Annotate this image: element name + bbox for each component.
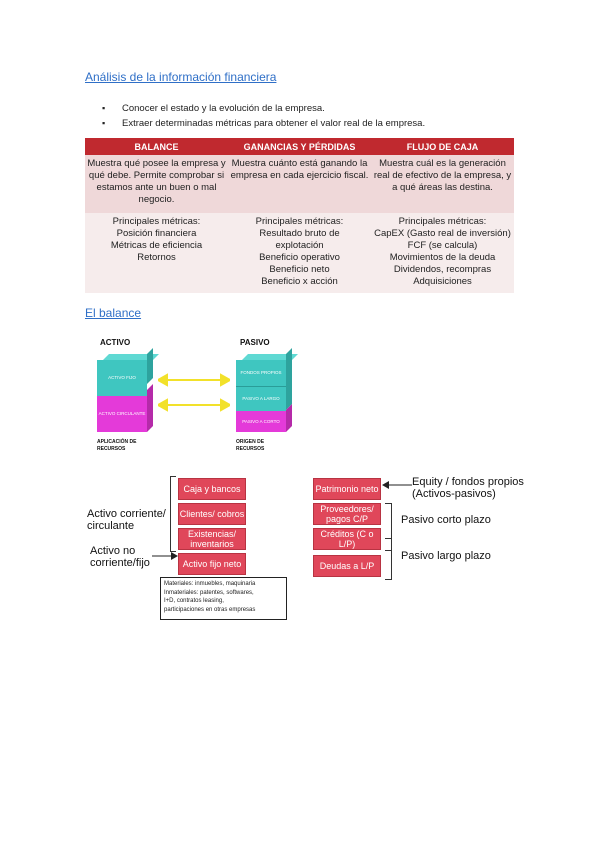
box-clientes: Clientes/ cobros <box>178 503 246 525</box>
metric-line: FCF (se calcula) <box>407 240 478 251</box>
caption-line: RECURSOS <box>97 446 126 452</box>
caption-line: APLICACIÓN DE <box>97 439 137 445</box>
section-heading: Análisis de la información financiera <box>85 70 277 84</box>
pasivo-cube: FONDOS PROPIOS PASIVO A LARGO PASIVO A C… <box>236 348 298 432</box>
arrow-head-right <box>220 373 230 387</box>
header-ganancias: GANANCIAS Y PÉRDIDAS <box>228 138 371 155</box>
box-creditos: Créditos (C o L/P) <box>313 528 381 550</box>
note-line: Materiales: inmuebles, maquinaria <box>164 581 256 587</box>
metric-line: Dividendos, recompras <box>393 264 492 275</box>
fondos-propios-block: FONDOS PROPIOS <box>236 360 286 387</box>
metric-line: Métricas de eficiencia <box>110 240 203 251</box>
cube-side <box>147 384 153 432</box>
pasivo-largo-block: PASIVO A LARGO <box>236 387 286 411</box>
equity-line: (Activos-pasivos) <box>412 488 496 500</box>
arrow-head-right <box>220 398 230 412</box>
arrow-head-left <box>158 373 168 387</box>
cell-flujo-metrics: Principales métricas: CapEX (Gasto real … <box>371 213 514 293</box>
box-existencias: Existencias/ inventarios <box>178 528 246 550</box>
box-deudas-lp: Deudas a L/P <box>313 555 381 577</box>
metric-line: CapEX (Gasto real de inversión) <box>374 228 511 239</box>
pasivo-corto-label: Pasivo corto plazo <box>401 514 491 526</box>
activo-fijo-block: ACTIVO FIJO <box>97 360 147 396</box>
activo-caption: APLICACIÓN DE RECURSOS <box>97 439 136 453</box>
metric-line: Beneficio x acción <box>261 276 338 287</box>
metric-line: Beneficio neto <box>269 264 330 275</box>
cell-flujo-desc: Muestra cuál es la generación real de ef… <box>371 155 514 213</box>
cell-balance-desc: Muestra qué posee la empresa y qué debe.… <box>85 155 228 213</box>
cube-side <box>286 348 292 410</box>
activo-fijo-note: Materiales: inmuebles, maquinaria Inmate… <box>160 577 287 620</box>
activo-corriente-bracket <box>170 476 176 552</box>
box-caja-bancos: Caja y bancos <box>178 478 246 500</box>
metric-line: Posición financiera <box>116 228 197 239</box>
note-line: Inmateriales: patentes, softwares, <box>164 589 254 596</box>
pasivo-largo-label: Pasivo largo plazo <box>401 550 491 562</box>
box-proveedores: Proveedores/ pagos C/P <box>313 503 381 525</box>
metric-line: Principales métricas: <box>398 216 487 227</box>
balance-heading: El balance <box>85 306 142 320</box>
arrow-to-patrimonio <box>382 481 412 489</box>
activo-no-corriente-label: Activo no corriente/fijo <box>90 545 150 569</box>
metric-line: Movimientos de la deuda <box>389 252 496 263</box>
note-line: participaciones en otras empresas <box>164 606 256 613</box>
activo-corriente-label: Activo corriente/ circulante <box>87 508 166 532</box>
cell-balance-metrics: Principales métricas: Posición financier… <box>85 213 228 293</box>
caption-line: RECURSOS <box>236 446 265 452</box>
metric-line: Principales métricas: <box>112 216 201 227</box>
pasivo-largo-bracket <box>385 538 392 580</box>
activo-title: ACTIVO <box>100 338 131 347</box>
arrow-to-activo-fijo <box>152 552 178 560</box>
bullet-list: Conocer el estado y la evolución de la e… <box>102 101 425 131</box>
cell-ganancias-desc: Muestra cuánto está ganando la empresa e… <box>228 155 371 213</box>
activo-cube: ACTIVO FIJO ACTIVO CIRCULANTE <box>97 348 159 432</box>
header-flujo: FLUJO DE CAJA <box>371 138 514 155</box>
bullet-item: Extraer determinadas métricas para obten… <box>102 116 425 131</box>
activo-circulante-block: ACTIVO CIRCULANTE <box>97 396 147 432</box>
note-line: I+D, contratos leasing, <box>164 598 224 604</box>
equity-label: Equity / fondos propios (Activos-pasivos… <box>412 476 524 500</box>
box-activo-fijo: Activo fijo neto <box>178 553 246 575</box>
header-balance: BALANCE <box>85 138 228 155</box>
bullet-item: Conocer el estado y la evolución de la e… <box>102 101 425 116</box>
cube-side <box>286 404 292 432</box>
equity-line: Equity / fondos propios <box>412 476 524 488</box>
box-patrimonio-neto: Patrimonio neto <box>313 478 381 500</box>
metric-line: Retornos <box>137 252 176 263</box>
metric-line: Adquisiciones <box>413 276 472 287</box>
double-arrows <box>158 373 230 412</box>
metric-line: Beneficio operativo <box>259 252 340 263</box>
cell-ganancias-metrics: Principales métricas: Resultado bruto de… <box>228 213 371 293</box>
cube-side <box>147 348 153 384</box>
metric-line: Principales métricas: <box>255 216 344 227</box>
caption-line: ORIGEN DE <box>236 439 265 445</box>
pasivo-corto-bracket <box>385 503 392 551</box>
pasivo-title: PASIVO <box>240 338 270 347</box>
pasivo-corto-block: PASIVO A CORTO <box>236 411 286 432</box>
metric-line: explotación <box>275 240 324 251</box>
metric-line: Resultado bruto de <box>259 228 340 239</box>
pasivo-caption: ORIGEN DE RECURSOS <box>236 439 264 453</box>
financial-statements-table: BALANCE GANANCIAS Y PÉRDIDAS FLUJO DE CA… <box>85 138 514 293</box>
arrow-head-left <box>158 398 168 412</box>
